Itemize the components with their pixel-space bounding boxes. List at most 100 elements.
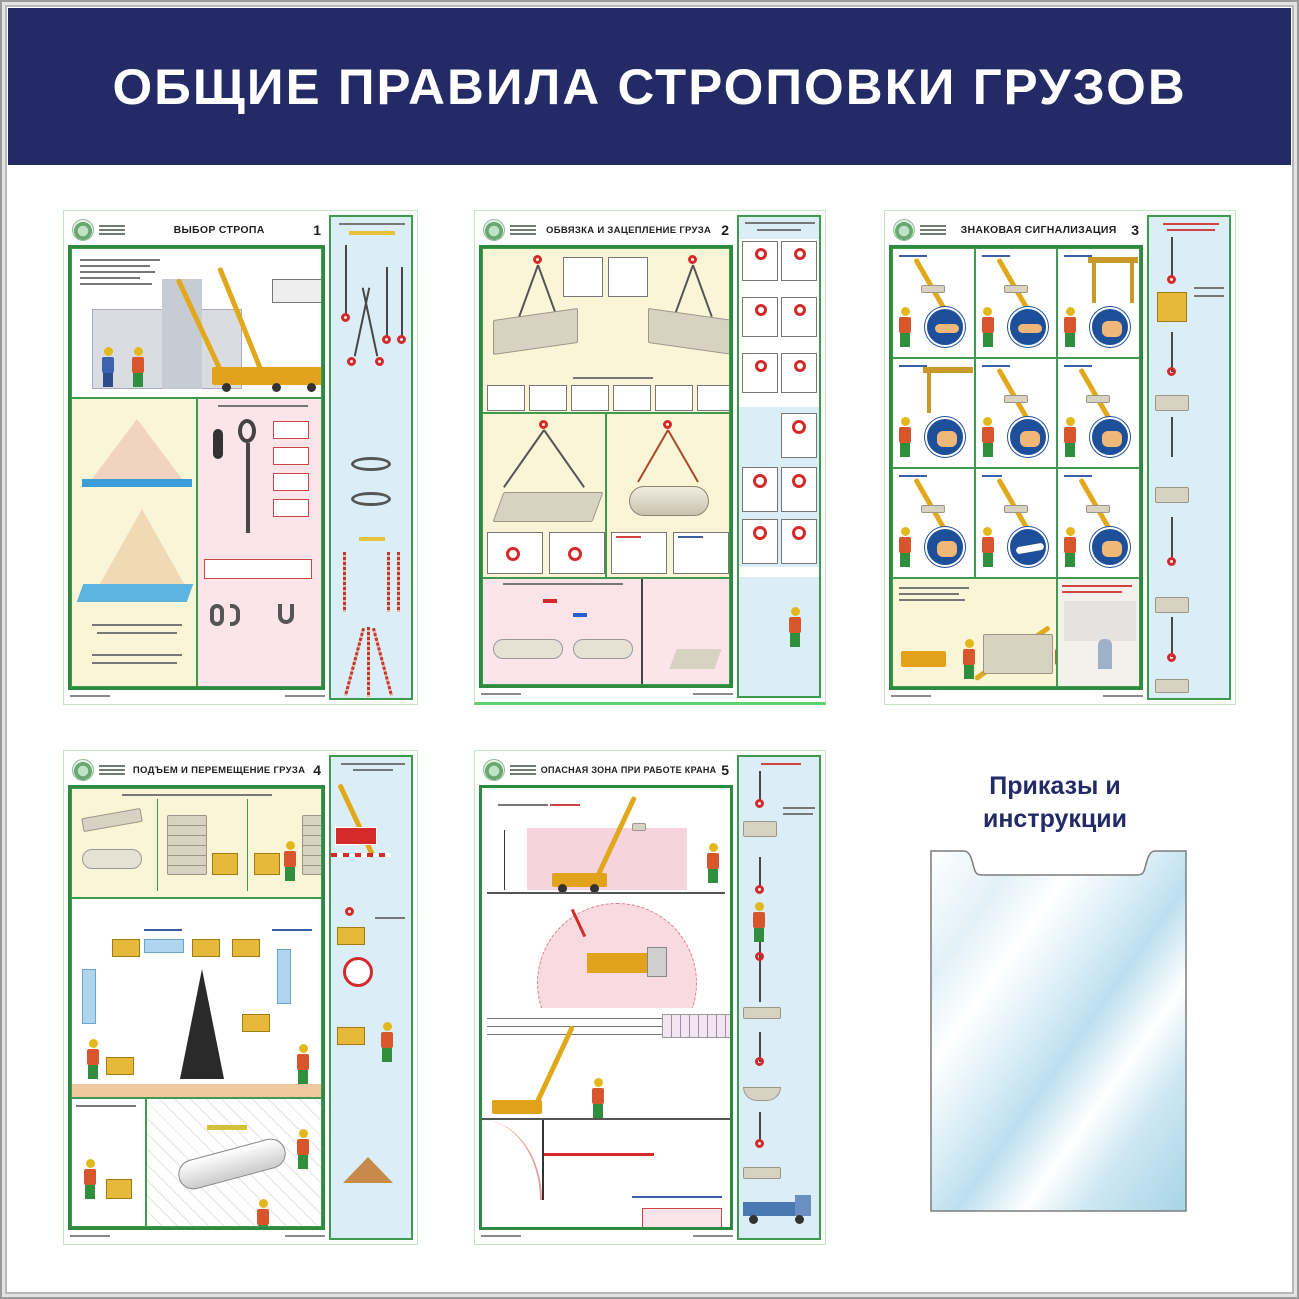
stack-icon <box>343 1157 393 1183</box>
hook-icon <box>688 255 697 264</box>
poster-header: ЗНАКОВАЯ СИГНАЛИЗАЦИЯ 3 <box>889 215 1143 245</box>
danger-height-scene <box>482 788 730 903</box>
poster-footer <box>481 1233 733 1241</box>
prohibition-sign <box>335 827 377 845</box>
signal-lift-boom <box>1057 358 1140 468</box>
poster-number: 3 <box>1131 222 1139 238</box>
poster-side-panel <box>329 755 413 1240</box>
chain-sling-icon <box>343 552 346 612</box>
logo-icon <box>893 219 915 241</box>
logo-text <box>99 765 125 775</box>
signal-sign-icon <box>1007 307 1048 347</box>
poster-3-sign-signaling[interactable]: ЗНАКОВАЯ СИГНАЛИЗАЦИЯ 3 <box>884 210 1236 705</box>
poster-title: ВЫБОР СТРОПА <box>173 224 265 236</box>
worker-icon <box>102 347 114 387</box>
poster-2-binding-and-hooking[interactable]: ОБВЯЗКА И ЗАЦЕПЛЕНИЕ ГРУЗА 2 <box>474 210 826 705</box>
documents-label-line-1: Приказы и <box>989 772 1121 800</box>
poster-main-panel <box>889 245 1143 690</box>
eiffel-tower-icon <box>180 969 224 1079</box>
logo-text <box>510 225 536 235</box>
chain-link-icon <box>229 604 240 626</box>
truck-icon <box>212 367 321 385</box>
poster-4-lifting-and-moving[interactable]: ПОДЪЕМ И ПЕРЕМЕЩЕНИЕ ГРУЗА 4 <box>63 750 418 1245</box>
stand-header: ОБЩИЕ ПРАВИЛА СТРОПОВКИ ГРУЗОВ <box>8 8 1291 165</box>
geometry-panel <box>71 398 197 687</box>
rope-loop-icon <box>237 419 256 443</box>
crane-plan-icon <box>587 953 647 973</box>
four-leg-sling-panel <box>482 413 606 578</box>
signal-move-crane <box>1057 248 1140 358</box>
poster-title: ОПАСНАЯ ЗОНА ПРИ РАБОТЕ КРАНА <box>540 765 717 775</box>
signal-sign-icon <box>925 307 965 347</box>
sling-detail-icon <box>608 257 648 297</box>
poster-main-panel <box>479 785 733 1230</box>
landing-panel <box>71 1098 147 1227</box>
slab-icon <box>492 492 604 522</box>
stand-title: ОБЩИЕ ПРАВИЛА СТРОПОВКИ ГРУЗОВ <box>112 58 1187 115</box>
poster-number: 2 <box>721 222 729 238</box>
building-tower <box>162 279 202 389</box>
pipe-sling-panel <box>606 413 730 578</box>
load-fall-distance-panel <box>482 1008 730 1227</box>
hook-icon <box>277 604 294 624</box>
ground-strip <box>72 1084 321 1097</box>
poster-1-sling-selection[interactable]: ВЫБОР СТРОПА 1 <box>63 210 418 705</box>
logo-text <box>99 225 125 235</box>
poster-number: 5 <box>721 762 729 778</box>
rope-icon <box>245 443 250 533</box>
poster-5-crane-danger-zone[interactable]: ОПАСНАЯ ЗОНА ПРИ РАБОТЕ КРАНА 5 <box>474 750 826 1245</box>
pipe-icon <box>175 1135 290 1193</box>
slab-icon <box>648 308 729 355</box>
poster-footer <box>70 1233 325 1241</box>
poster-main-panel <box>479 245 733 688</box>
documents-pocket[interactable] <box>930 850 1187 1212</box>
logo-icon <box>483 759 505 781</box>
norms-table <box>203 559 312 579</box>
poster-number: 4 <box>313 762 321 778</box>
logo-icon <box>72 219 94 241</box>
poster-side-panel <box>1147 215 1231 700</box>
poster-footer <box>891 693 1143 701</box>
sling-detail-icon <box>563 257 603 297</box>
defects-panel <box>196 398 322 687</box>
crane-truck-icon <box>552 873 607 887</box>
poster-side-panel <box>737 215 821 698</box>
round-sling-icon <box>351 492 391 506</box>
poster-side-panel <box>737 755 821 1240</box>
worker-icon <box>132 347 144 387</box>
arrow-down-icon <box>277 949 291 1004</box>
ferrule-icon <box>212 429 223 459</box>
truck-bed-icon <box>743 1202 795 1216</box>
poster-header: ВЫБОР СТРОПА 1 <box>68 215 325 245</box>
poster-side-panel <box>329 215 413 700</box>
sling-angle-diagram <box>92 419 182 479</box>
movement-sequence-panel <box>71 898 322 1098</box>
pyramid-diagram <box>97 509 187 589</box>
logo-icon <box>72 759 94 781</box>
pipe-icon <box>629 486 709 516</box>
no-standing-under-load-icon <box>343 957 373 987</box>
signalman-scene <box>892 578 1058 687</box>
poster-footer <box>481 691 733 699</box>
wrong-example <box>611 532 667 574</box>
poster-main-panel <box>68 245 325 690</box>
signal-turn-boom <box>974 358 1058 468</box>
signal-move-trolley <box>892 358 975 468</box>
logo-icon <box>483 219 505 241</box>
poster-header: ПОДЪЕМ И ПЕРЕМЕЩЕНИЕ ГРУЗА 4 <box>68 755 325 785</box>
crane-scene-illustration <box>71 248 322 398</box>
pipe-moving-panel <box>146 1098 322 1227</box>
slab-icon <box>493 308 578 355</box>
poster-title: ОБВЯЗКА И ЗАЦЕПЛЕНИЕ ГРУЗА <box>546 224 712 236</box>
signal-lower-load <box>974 248 1058 358</box>
poster-header: ОБВЯЗКА И ЗАЦЕПЛЕНИЕ ГРУЗА 2 <box>479 215 733 245</box>
arrow-move-icon <box>144 939 184 953</box>
poster-header: ОПАСНАЯ ЗОНА ПРИ РАБОТЕ КРАНА 5 <box>479 755 733 785</box>
poster-main-panel <box>68 785 325 1230</box>
documents-label: Приказы и инструкции <box>930 770 1180 836</box>
right-example <box>673 532 729 574</box>
marking-tag <box>272 279 321 303</box>
slab-diagram <box>76 584 194 602</box>
chain-link-icon <box>209 604 224 626</box>
danger-zone-plan <box>482 903 730 1008</box>
